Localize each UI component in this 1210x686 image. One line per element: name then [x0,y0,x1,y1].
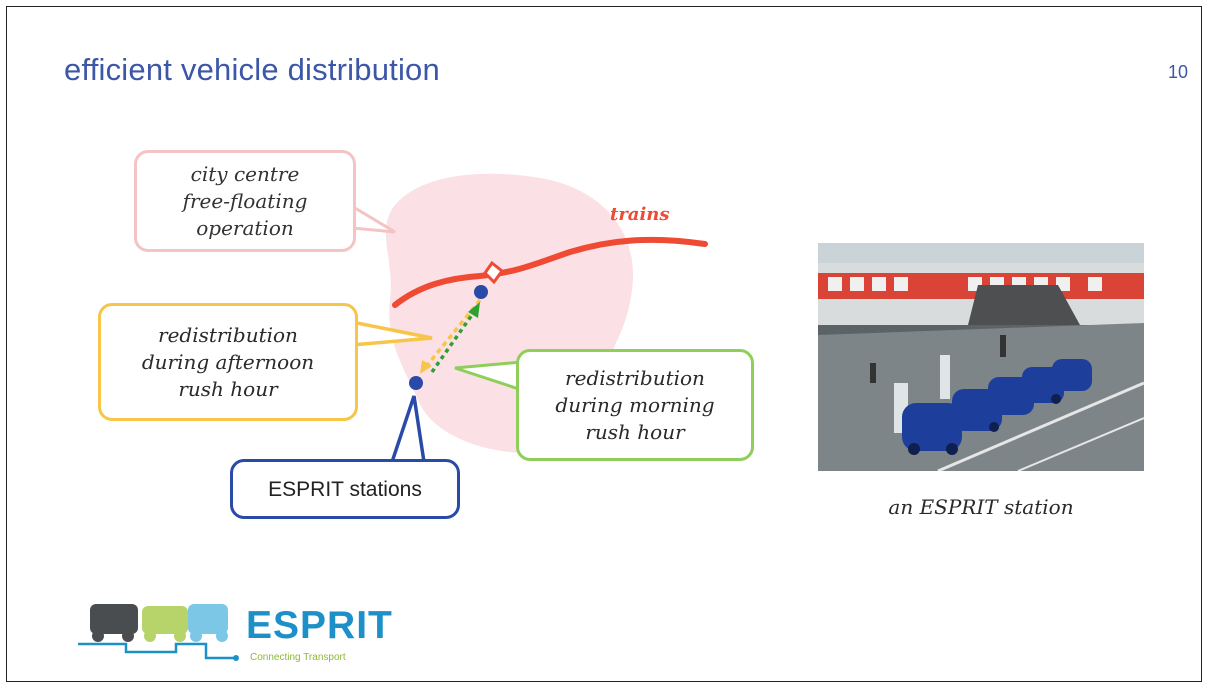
trains-label: trains [610,204,670,225]
photo-caption: an ESPRIT station [888,495,1074,519]
train-line [392,236,708,308]
morning-callout-text: redistribution during morning rush hour [555,365,715,444]
afternoon-callout-text: redistribution during afternoon rush hou… [141,322,315,401]
stations-callout: ESPRIT stations [230,459,460,519]
morning-arrowhead [468,302,480,318]
morning-callout: redistribution during morning rush hour [516,349,754,461]
afternoon-arrow [423,298,482,370]
esprit-station-photo [818,243,1144,471]
city-centre-callout: city centre free-floating operation [134,150,356,252]
station-photo-illustration [818,243,1144,471]
logo-tagline: Connecting Transport [250,652,346,663]
slide-title: efficient vehicle distribution [64,52,440,87]
afternoon-arrowhead [420,360,432,374]
train-station-marker [483,260,505,285]
afternoon-callout: redistribution during afternoon rush hou… [98,303,358,421]
esprit-station-dot [409,376,423,390]
logo-wordmark: ESPRIT [246,604,393,647]
page-number: 10 [1168,62,1189,82]
esprit-logo-icon [78,604,239,661]
stations-callout-text: ESPRIT stations [268,477,422,501]
train-station-dot [474,285,488,299]
city-centre-callout-text: city centre free-floating operation [182,161,308,240]
stations-callout-tail [389,395,427,464]
